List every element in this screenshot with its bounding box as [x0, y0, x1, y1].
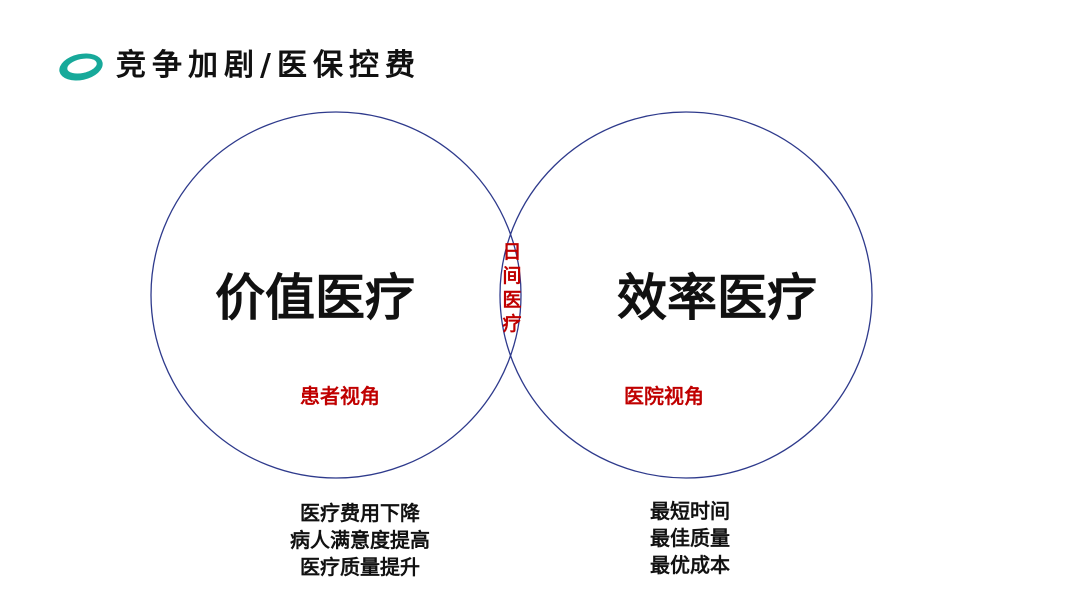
list-item: 最优成本	[650, 553, 730, 577]
list-item: 最短时间	[650, 499, 730, 523]
list-item: 最佳质量	[650, 526, 730, 550]
value-medicine-label: 价值医疗	[215, 269, 415, 327]
list-item: 医疗质量提升	[300, 555, 420, 579]
left-circle	[150, 111, 522, 479]
list-item: 医疗费用下降	[300, 501, 420, 525]
patient-benefits-list: 医疗费用下降 病人满意度提高 医疗质量提升	[255, 500, 465, 581]
list-item: 病人满意度提高	[290, 528, 430, 552]
page-title: 竞争加剧/医保控费	[116, 48, 421, 83]
hospital-perspective-label: 医院视角	[624, 384, 704, 408]
day-surgery-label: 日间医疗	[502, 241, 522, 335]
patient-perspective-label: 患者视角	[300, 384, 380, 408]
efficiency-medicine-label: 效率医疗	[617, 269, 817, 327]
right-circle	[499, 111, 873, 479]
hospital-benefits-list: 最短时间 最佳质量 最优成本	[600, 498, 780, 579]
logo-ring-icon	[59, 53, 103, 81]
